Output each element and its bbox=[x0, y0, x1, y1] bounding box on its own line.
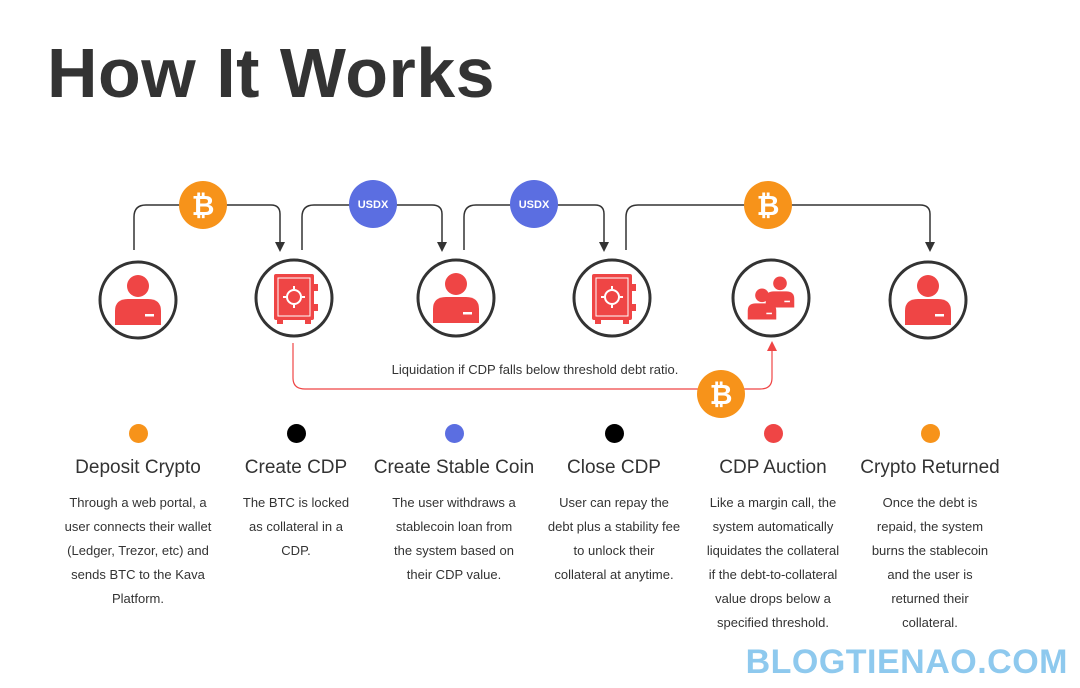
step-dot bbox=[444, 424, 464, 443]
step-title: CDP Auction bbox=[719, 457, 827, 478]
step-description: The user withdraws a stablecoin loan fro… bbox=[392, 495, 516, 582]
step-create-stable-coin: Create Stable Coin The user withdraws a … bbox=[364, 424, 544, 587]
step-description: User can repay the debt plus a stability… bbox=[547, 495, 681, 582]
usdx-coin-label: USDX bbox=[519, 199, 550, 211]
bitcoin-coin-icon bbox=[744, 181, 792, 229]
step-dot bbox=[763, 424, 783, 443]
watermark-logo: BLOGTIENAO.COM bbox=[745, 643, 1068, 681]
step-create-cdp: Create CDP The BTC is locked as collater… bbox=[206, 424, 386, 563]
node-cdp-close bbox=[572, 258, 652, 338]
node-auction-group bbox=[731, 258, 811, 338]
step-title: Crypto Returned bbox=[860, 457, 1000, 478]
step-dot bbox=[128, 424, 148, 443]
usdx-coin-label: USDX bbox=[358, 199, 389, 211]
step-dot bbox=[920, 424, 940, 443]
bitcoin-coin-icon bbox=[697, 370, 745, 418]
step-title: Create CDP bbox=[244, 457, 348, 478]
node-cdp-vault bbox=[254, 258, 334, 338]
vault-icon bbox=[591, 273, 637, 325]
bitcoin-coin-icon bbox=[179, 181, 227, 229]
step-description: The BTC is locked as collateral in a CDP… bbox=[242, 495, 350, 558]
node-user-stablecoin bbox=[416, 258, 496, 338]
step-crypto-returned: Crypto Returned Once the debt is repaid,… bbox=[840, 424, 1020, 635]
step-description: Like a margin call, the system automatic… bbox=[706, 495, 840, 630]
step-cdp-auction: CDP Auction Like a margin call, the syst… bbox=[683, 424, 863, 635]
step-dot bbox=[286, 424, 306, 443]
page-title: How It Works bbox=[47, 34, 496, 112]
step-description: Once the debt is repaid, the system burn… bbox=[871, 495, 989, 630]
vault-icon bbox=[273, 273, 319, 325]
liquidation-arrow bbox=[292, 341, 777, 390]
step-description: Through a web portal, a user connects th… bbox=[64, 495, 212, 606]
step-deposit-crypto: Deposit Crypto Through a web portal, a u… bbox=[48, 424, 228, 611]
step-close-cdp: Close CDP User can repay the debt plus a… bbox=[524, 424, 704, 587]
step-title: Deposit Crypto bbox=[75, 457, 201, 478]
step-dot bbox=[604, 424, 624, 443]
liquidation-label: Liquidation if CDP falls below threshold… bbox=[391, 362, 679, 377]
node-user-returned bbox=[888, 260, 968, 340]
usdx-coin-icon: USDX bbox=[510, 180, 558, 228]
step-title: Close CDP bbox=[567, 457, 661, 478]
usdx-coin-icon: USDX bbox=[349, 180, 397, 228]
node-user-deposit bbox=[98, 260, 178, 340]
step-title: Create Stable Coin bbox=[373, 457, 535, 478]
